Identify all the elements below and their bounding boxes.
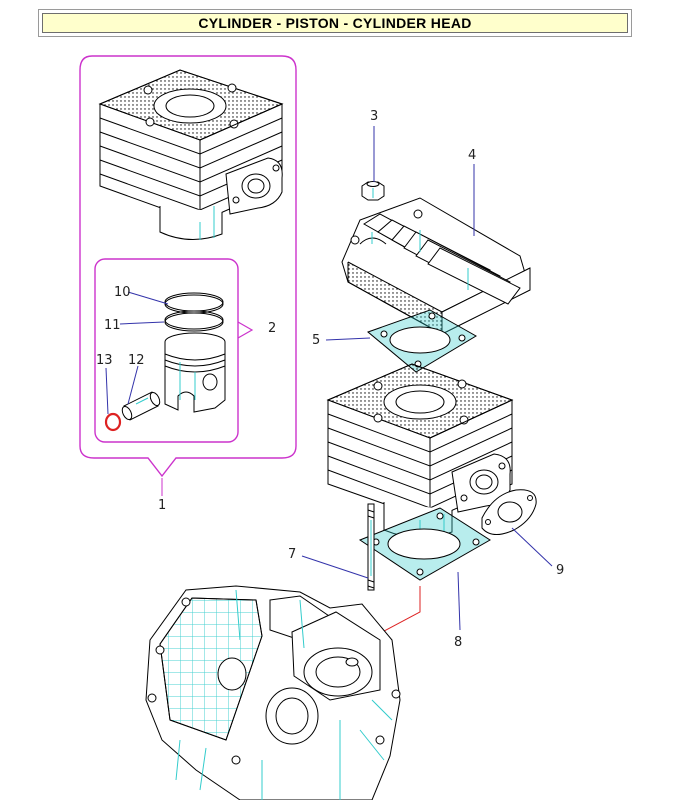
piston-pin (121, 391, 161, 421)
leader-7 (301, 555, 369, 579)
cylinder-stud (367, 503, 375, 591)
piston-ring-top (164, 292, 224, 314)
leader-8 (457, 571, 461, 631)
leader-11 (119, 321, 165, 325)
piston (164, 332, 226, 413)
circlip (104, 412, 122, 432)
title-bar: CYLINDER - PISTON - CYLINDER HEAD (38, 9, 632, 37)
group-frame-piston-kit (94, 258, 239, 443)
cylinder-head-nut (361, 181, 385, 201)
leader-9 (511, 527, 553, 567)
callout-7: 7 (288, 547, 296, 562)
cylinder-head (341, 197, 531, 335)
exhaust-gasket (481, 489, 537, 535)
callout-9: 9 (556, 563, 564, 578)
callout-11: 11 (104, 318, 121, 333)
cylinder (326, 363, 514, 540)
leader-12 (127, 365, 139, 405)
kit-cylinder (98, 69, 284, 241)
callout-10: 10 (114, 285, 131, 300)
cylinder-base-gasket (358, 507, 491, 581)
leader-lines (105, 126, 553, 631)
page-title: CYLINDER - PISTON - CYLINDER HEAD (42, 13, 628, 33)
bracket-piston-kit (237, 321, 254, 339)
callout-13: 13 (96, 353, 113, 368)
piston-ring-second (164, 310, 224, 332)
callout-2: 2 (268, 321, 276, 336)
leader-13 (105, 367, 109, 415)
cylinder-head-gasket (367, 309, 477, 373)
crankcase (145, 585, 401, 800)
callout-12: 12 (128, 353, 145, 368)
leader-5 (325, 337, 371, 341)
callout-1: 1 (158, 498, 166, 513)
callout-5: 5 (312, 333, 320, 348)
callout-8: 8 (454, 635, 462, 650)
callout-3: 3 (370, 109, 378, 124)
leader-10 (127, 291, 169, 305)
callout-4: 4 (468, 148, 476, 163)
group-frame-cylinder-kit (79, 55, 297, 478)
